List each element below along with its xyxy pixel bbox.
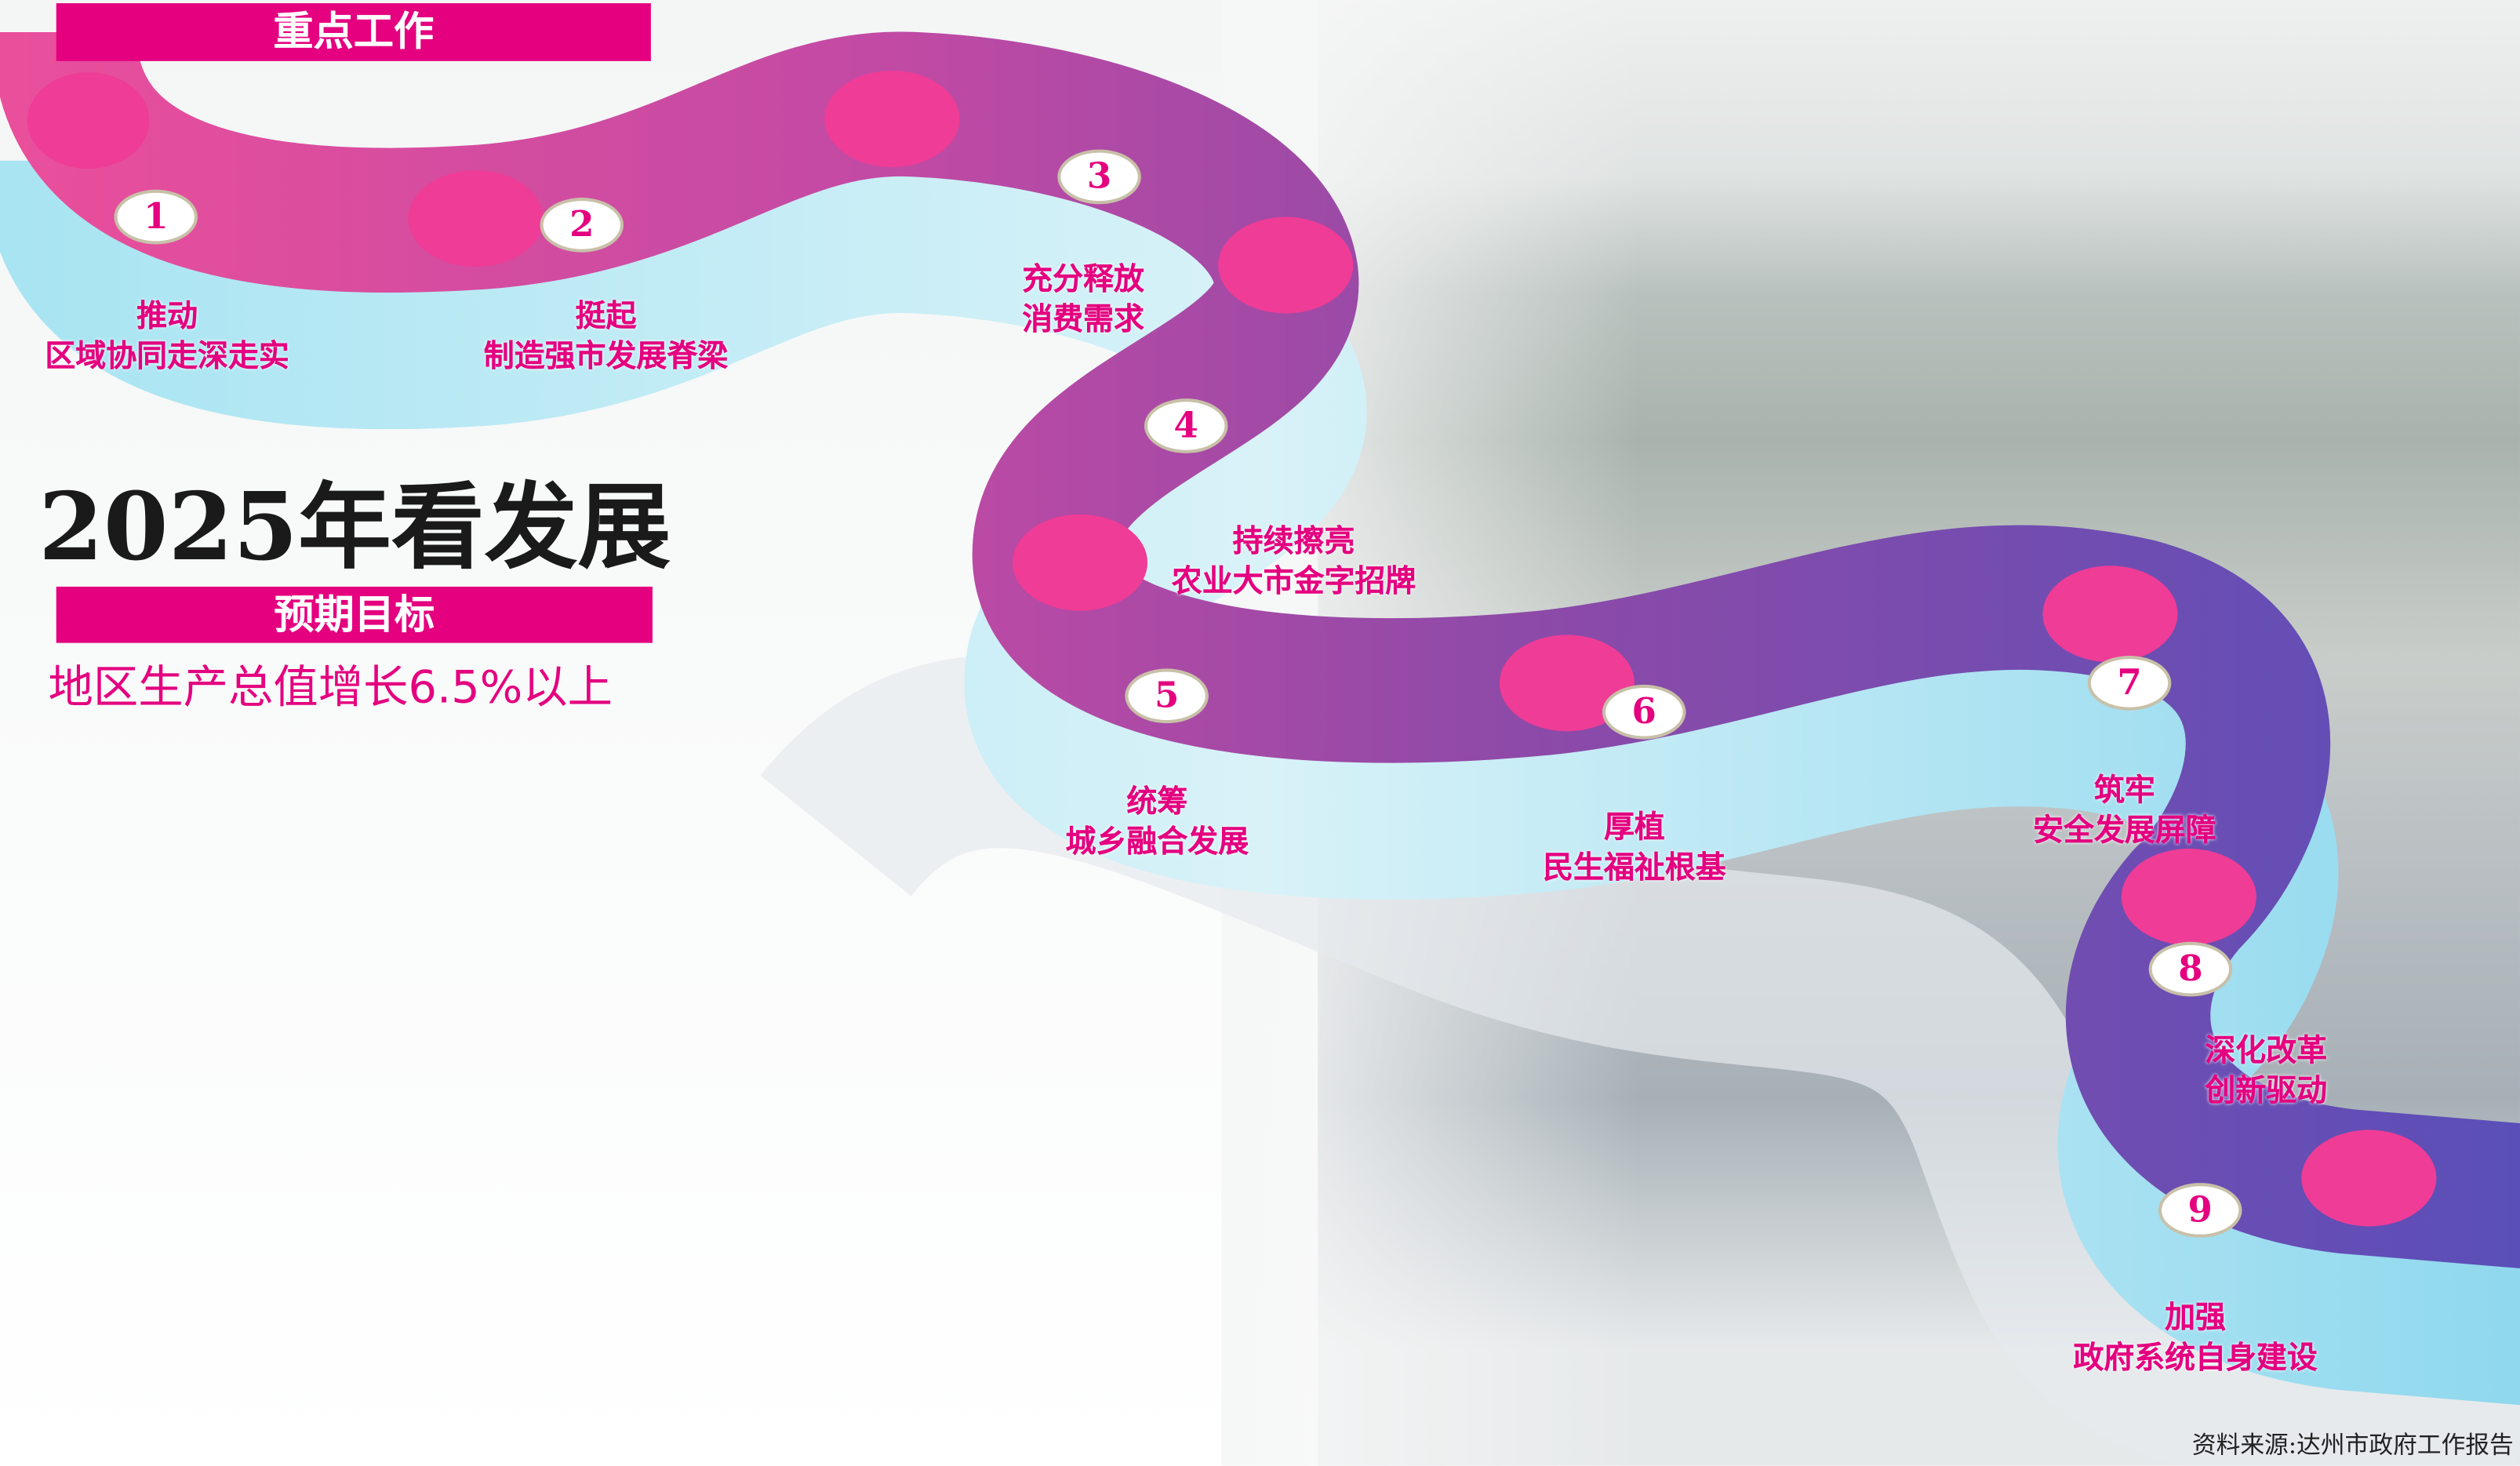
- task-label-line2: 政府系统自身建设: [2073, 1340, 2318, 1377]
- task-number-badge: 9: [2158, 1183, 2242, 1238]
- task-label-line1: 挺起: [575, 299, 637, 335]
- task-label-line2: 制造强市发展脊梁: [483, 339, 729, 375]
- task-label-line1: 持续擦亮: [1232, 524, 1355, 560]
- task-label-line1: 厚植: [1603, 809, 1665, 846]
- task-label-line1: 深化改革: [2205, 1033, 2328, 1069]
- task-label-line2: 区域协同走深走实: [45, 339, 289, 375]
- task-label: 挺起制造强市发展脊梁: [484, 297, 728, 377]
- task-number-badge: 6: [1602, 684, 1686, 740]
- task-label-line2: 城乡融合发展: [1065, 824, 1249, 860]
- task-label-line1: 筑牢: [2093, 773, 2155, 809]
- task-label: 持续擦亮农业大市金字招牌: [1172, 522, 1416, 602]
- task-label-line1: 充分释放: [1022, 262, 1144, 298]
- task-label: 筑牢安全发展屏障: [2033, 772, 2216, 852]
- task-label-line2: 农业大市金字招牌: [1171, 564, 1416, 600]
- page-title: 2025年看发展: [38, 472, 671, 582]
- goal-text: 地区生产总值增长6.5%以上: [48, 660, 613, 714]
- task-number-badge: 7: [2087, 656, 2172, 711]
- task-number-badge: 1: [114, 189, 198, 245]
- task-number-badge: 3: [1057, 149, 1141, 205]
- task-number-badge: 2: [540, 198, 624, 253]
- task-label: 充分释放消费需求: [1022, 260, 1144, 340]
- task-label-line2: 创新驱动: [2205, 1073, 2328, 1109]
- task-label-line2: 消费需求: [1022, 302, 1144, 338]
- task-label: 深化改革创新驱动: [2205, 1032, 2327, 1112]
- task-label-line1: 统筹: [1126, 784, 1188, 820]
- task-label: 加强政府系统自身建设: [2073, 1299, 2317, 1379]
- source-note: 资料来源:达州市政府工作报告: [2191, 1430, 2514, 1460]
- task-label: 厚植民生福祉根基: [1543, 809, 1726, 889]
- task-label-line2: 民生福祉根基: [1543, 849, 1726, 886]
- task-label: 统筹城乡融合发展: [1066, 783, 1249, 863]
- task-label-line1: 加强: [2165, 1300, 2227, 1336]
- task-label-line1: 推动: [136, 299, 198, 335]
- ribbon-spots: [27, 71, 2437, 1227]
- task-label: 推动区域协同走深走实: [45, 297, 289, 377]
- task-number-badge: 4: [1144, 398, 1228, 453]
- task-number-badge: 5: [1125, 668, 1209, 724]
- header-bar: 重点工作: [56, 3, 651, 61]
- task-label-line2: 安全发展屏障: [2033, 813, 2216, 849]
- goal-label-bar: 预期目标: [56, 586, 653, 643]
- task-number-badge: 8: [2148, 941, 2233, 997]
